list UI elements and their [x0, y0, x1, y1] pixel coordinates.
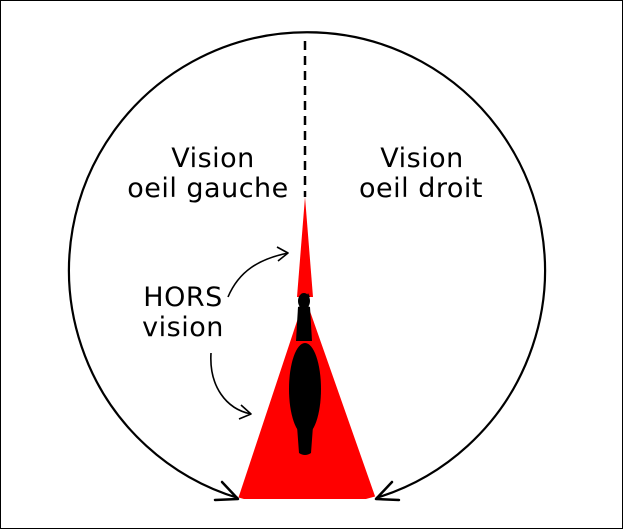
- horse-silhouette: [289, 293, 321, 455]
- blind-zone-label-line1: HORS: [143, 282, 222, 313]
- arrow-to-rear-blind-head: [238, 404, 252, 420]
- left-eye-label-line2: oeil gauche: [127, 173, 289, 204]
- arrow-to-rear-blind: [210, 352, 252, 415]
- blind-zone-label-line2: vision: [142, 312, 224, 343]
- vision-field-arc: [67, 31, 547, 500]
- front-blind-zone: [297, 197, 313, 297]
- arrow-to-front-blind-head: [276, 246, 289, 262]
- arrow-to-front-blind: [227, 252, 289, 298]
- arc-arrowhead-right: [374, 480, 401, 502]
- left-eye-label-line1: Vision: [171, 143, 255, 174]
- right-eye-label-line2: oeil droit: [359, 173, 483, 204]
- arc-arrowhead-left: [213, 480, 240, 502]
- right-eye-label-line1: Vision: [380, 143, 464, 174]
